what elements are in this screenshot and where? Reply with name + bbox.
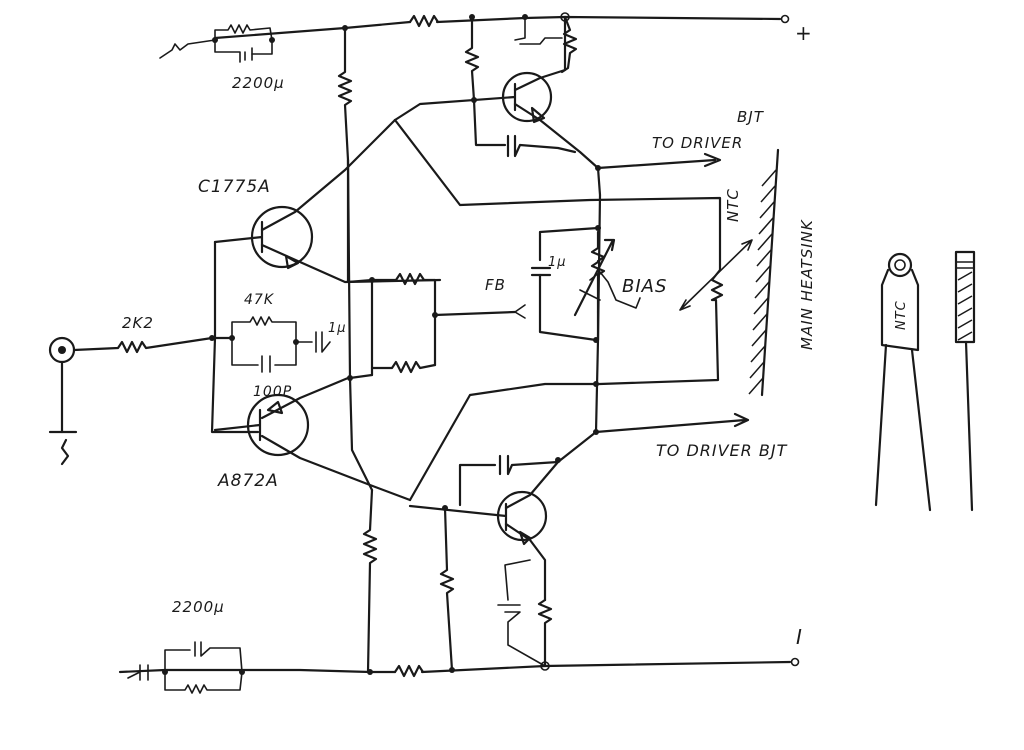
resistor-sketch (954, 250, 976, 512)
ntc-coupling-arrow (679, 239, 753, 311)
lower-driver-transistor (408, 412, 750, 602)
cap-top-label: 2200μ (232, 74, 285, 92)
cap-bottom-label: 2200μ (172, 598, 225, 616)
bias-cap-label: 1μ (548, 255, 567, 270)
feedback-cap-1u-label: 1μ (328, 321, 347, 336)
lower-driver-network (439, 454, 561, 673)
transistor-a872a (213, 376, 412, 502)
feedback-cap-100p-label: 100P (253, 384, 292, 400)
fb-arrow (514, 304, 526, 319)
feedback-resistor-label: 47K (244, 292, 275, 308)
ntc-label: NTC (724, 188, 742, 222)
ntc-sketch-label: NTC (894, 300, 909, 330)
heatsink-label: MAIN HEATSINK (798, 219, 816, 350)
transistor-bottom-label: A872A (217, 471, 279, 491)
upper-driver-transistor (393, 15, 600, 170)
minus-terminal-label: I (796, 625, 803, 649)
bias-label: BIAS (622, 276, 667, 297)
left-lower-resistor (362, 488, 378, 675)
feedback-rc-network (229, 316, 331, 373)
transistor-top-label: C1775A (198, 177, 271, 197)
driver-top-label-line1: BJT (737, 108, 765, 126)
plus-terminal-label: + (795, 21, 813, 45)
bottom-input-stub (127, 641, 245, 694)
driver-top-label-line2: TO DRIVER (652, 134, 743, 152)
top-supply-rail (213, 14, 790, 40)
ntc-thermistor-sketch (874, 252, 932, 512)
input-terminal (48, 336, 78, 466)
main-heatsink (748, 148, 780, 397)
bottom-supply-rail (118, 657, 800, 678)
left-upper-resistor (337, 25, 353, 272)
fb-label: FB (485, 276, 506, 294)
base-bias-wiring (210, 240, 260, 434)
driver-bottom-label: TO DRIVER BJT (656, 441, 788, 460)
top-input-stub (159, 24, 275, 63)
transistor-c1775a (213, 118, 442, 284)
bias-potentiometer (530, 226, 641, 342)
input-resistor-label: 2K2 (122, 314, 154, 332)
emitter-resistor-network (346, 158, 517, 492)
input-resistor-2k2 (72, 335, 215, 354)
upper-driver-network (464, 12, 578, 158)
